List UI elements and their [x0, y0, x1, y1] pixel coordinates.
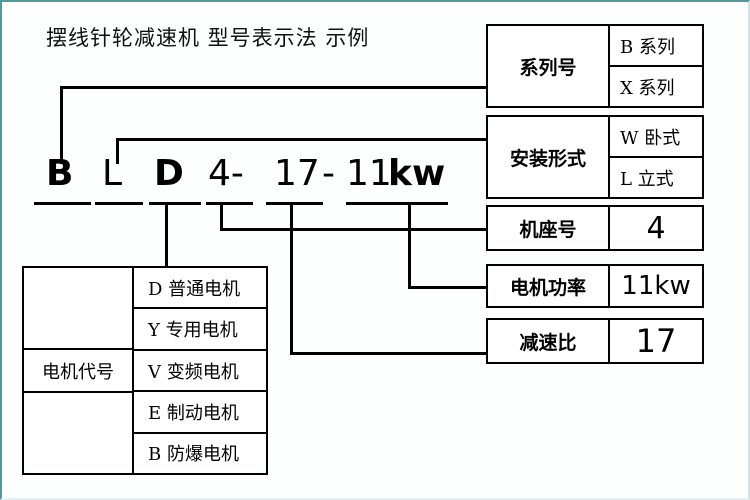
panel-reduction-ratio-label: 减速比 [519, 331, 577, 354]
motor-code-right-column: D 普通电机 Y 专用电机 V 变频电机 E 制动电机 B 防爆电机 [132, 268, 266, 473]
motor-code-table[interactable]: 电机代号 D 普通电机 Y 专用电机 V 变频电机 E 制动电机 B 防爆电机 [22, 266, 268, 475]
panel-reduction-ratio[interactable]: 减速比 17 [486, 318, 704, 364]
motor-code-row-1[interactable]: Y 专用电机 [134, 307, 266, 348]
leader-line-power-horizontal [408, 286, 488, 289]
panel-frame-no-label: 机座号 [519, 218, 577, 241]
leader-line-motorcode-vertical [165, 202, 168, 268]
panel-mounting[interactable]: 安装形式 W 卧式 L 立式 [486, 115, 704, 199]
panel-series[interactable]: 系列号 B 系列 X 系列 [486, 24, 704, 108]
underline-frame [206, 202, 253, 205]
panel-motor-power-label: 电机功率 [509, 276, 586, 299]
panel-frame-no-value: 4 [646, 210, 666, 246]
leader-line-series-horizontal [60, 86, 488, 89]
leader-line-series-vertical [60, 86, 63, 164]
model-code-row: B L D 4- 17 - 11 kw [2, 152, 472, 200]
motor-code-row-2[interactable]: V 变频电机 [134, 348, 266, 390]
panel-frame-no[interactable]: 机座号 4 [486, 205, 704, 251]
leader-line-mounting-vertical [116, 138, 119, 164]
motor-code-row-3[interactable]: E 制动电机 [134, 390, 266, 431]
model-token-motorcode: D [154, 153, 184, 194]
motor-code-spacer-bottom [24, 393, 132, 473]
model-token-frame: 4- [208, 153, 244, 194]
panel-series-label: 系列号 [519, 56, 577, 79]
motor-code-left-column: 电机代号 [24, 268, 132, 473]
model-token-power-num: 11 [346, 153, 392, 194]
panel-series-option-0[interactable]: B 系列 [620, 36, 675, 58]
motor-code-label: 电机代号 [24, 348, 132, 393]
panel-mounting-label: 安装形式 [509, 147, 586, 170]
motor-code-row-4[interactable]: B 防爆电机 [134, 431, 266, 473]
underline-series [34, 202, 91, 205]
leader-line-frame-vertical [220, 202, 223, 230]
page-title: 摆线针轮减速机 型号表示法 示例 [46, 26, 370, 50]
underline-mounting [95, 202, 143, 205]
leader-line-frame-horizontal [220, 228, 488, 231]
underline-ratio [266, 202, 323, 205]
panel-mounting-option-1[interactable]: L 立式 [610, 156, 702, 197]
underline-power [346, 202, 448, 205]
leader-line-ratio-vertical [290, 202, 293, 354]
model-token-mounting: L [102, 153, 123, 194]
leader-line-power-vertical [408, 202, 411, 288]
panel-motor-power-value: 11kw [621, 271, 691, 301]
panel-motor-power[interactable]: 电机功率 11kw [486, 264, 704, 308]
underline-motorcode [149, 202, 201, 205]
panel-mounting-option-0[interactable]: W 卧式 [620, 127, 681, 149]
model-token-dash: - [322, 153, 335, 194]
model-token-power-unit: kw [388, 153, 446, 194]
panel-series-option-1[interactable]: X 系列 [610, 65, 702, 106]
motor-code-spacer-top [24, 268, 132, 348]
leader-line-mounting-horizontal [116, 138, 488, 141]
panel-reduction-ratio-value: 17 [635, 322, 677, 360]
model-token-ratio: 17 [274, 153, 320, 194]
model-token-series: B [46, 153, 74, 194]
motor-code-row-0[interactable]: D 普通电机 [148, 278, 241, 300]
leader-line-ratio-horizontal [290, 352, 488, 355]
